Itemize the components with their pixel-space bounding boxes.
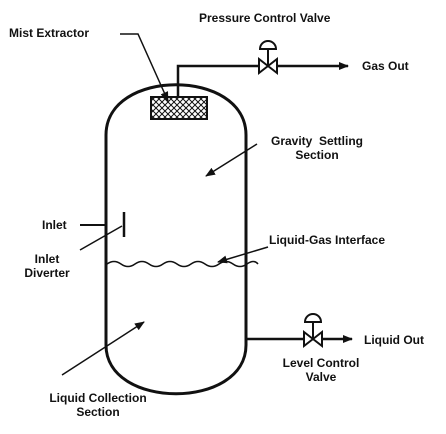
inlet-diverter-leader [79,225,123,251]
pressure-control-valve-icon [258,40,278,76]
gas-out-label: Gas Out [362,59,409,73]
liquid-collection-arrow [61,321,145,376]
inlet-diverter-label: Inlet Diverter [24,252,70,280]
liquid-out-label: Liquid Out [364,333,424,347]
gas-outlet-pipe [176,64,259,97]
mist-extractor-pad [150,96,208,120]
interface-arrow [217,246,269,264]
liquid-gas-interface-line [106,260,259,268]
liquid-collection-label: Liquid Collection Section [49,391,147,419]
separator-vessel [104,83,248,396]
gravity-settling-label: Gravity Settling Section [270,134,364,162]
inlet-label: Inlet [42,218,67,232]
level-control-valve-icon [303,313,323,349]
liquid-gas-interface-label: Liquid-Gas Interface [269,233,386,247]
mist-extractor-label: Mist Extractor [9,26,90,40]
gravity-section-arrow [205,143,258,177]
level-control-valve-label: Level Control Valve [282,356,360,384]
mist-extractor-leader [120,33,169,102]
pressure-control-valve-label: Pressure Control Valve [199,11,331,25]
